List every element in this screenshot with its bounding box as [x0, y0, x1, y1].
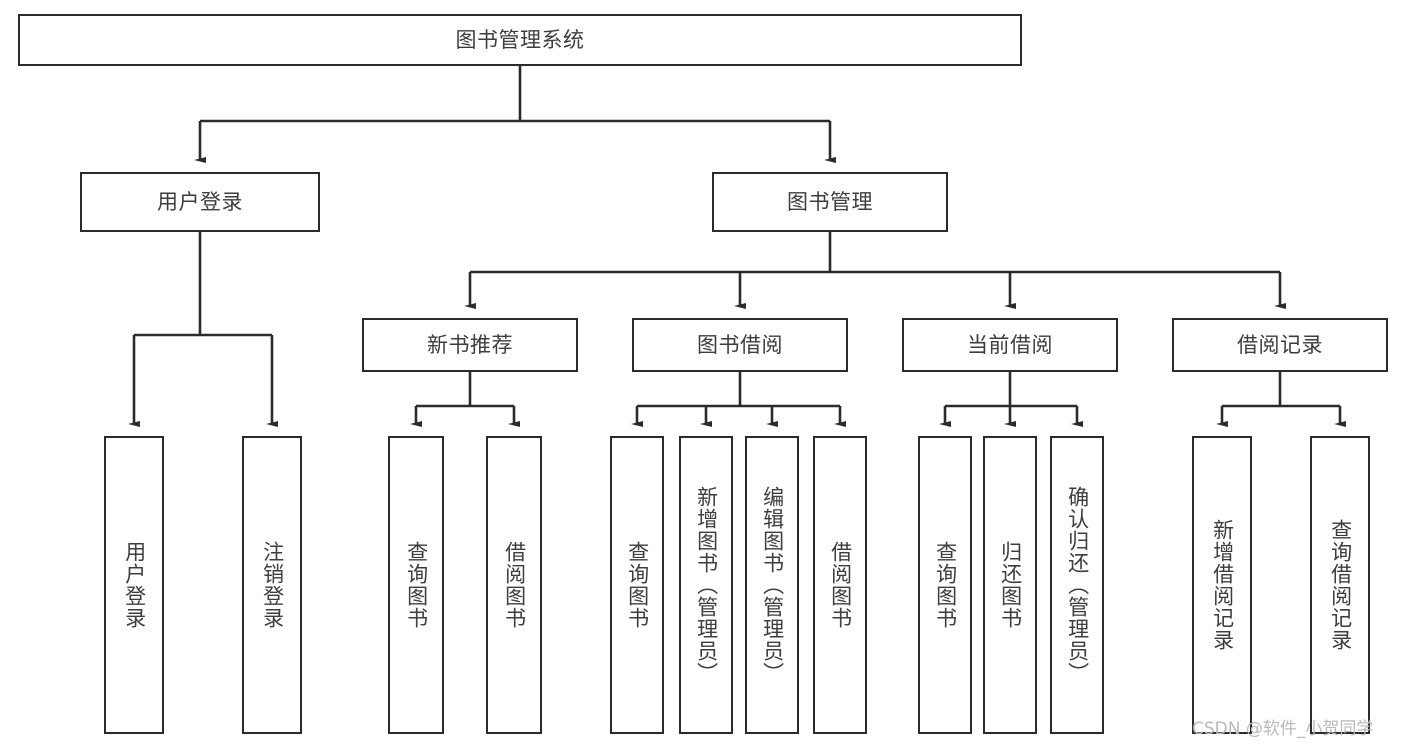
leaf-query-book-recommend[interactable]: 查询图书 [388, 436, 444, 734]
node-new-book-recommend[interactable]: 新书推荐 [362, 318, 578, 372]
leaf-query-book-borrow-label: 查询图书 [625, 541, 650, 629]
leaf-query-book-current-label: 查询图书 [933, 541, 958, 629]
leaf-borrow-book[interactable]: 借阅图书 [813, 436, 867, 734]
node-borrow-record-label: 借阅记录 [1237, 332, 1323, 357]
leaf-query-book-recommend-label: 查询图书 [404, 541, 429, 629]
leaf-confirm-return-admin[interactable]: 确认归还（管理员） [1050, 436, 1104, 734]
leaf-user-login-label: 用户登录 [122, 541, 147, 629]
leaf-borrow-book-recommend-label: 借阅图书 [502, 541, 527, 629]
leaf-edit-book-admin[interactable]: 编辑图书（管理员） [745, 436, 799, 734]
leaf-query-borrow-record[interactable]: 查询借阅记录 [1310, 436, 1370, 734]
node-book-borrow-label: 图书借阅 [697, 332, 783, 357]
leaf-add-book-admin-label: 新增图书（管理员） [694, 486, 719, 684]
node-book-management-label: 图书管理 [787, 189, 873, 214]
leaf-edit-book-admin-label: 编辑图书（管理员） [760, 486, 785, 684]
node-current-borrow[interactable]: 当前借阅 [902, 318, 1118, 372]
node-borrow-record[interactable]: 借阅记录 [1172, 318, 1388, 372]
leaf-add-book-admin[interactable]: 新增图书（管理员） [679, 436, 733, 734]
leaf-user-login[interactable]: 用户登录 [104, 436, 164, 734]
node-root[interactable]: 图书管理系统 [18, 14, 1022, 66]
leaf-query-book-borrow[interactable]: 查询图书 [610, 436, 664, 734]
node-new-book-recommend-label: 新书推荐 [427, 332, 513, 357]
node-user-login-label: 用户登录 [157, 189, 243, 214]
node-book-management[interactable]: 图书管理 [712, 172, 948, 232]
node-book-borrow[interactable]: 图书借阅 [632, 318, 848, 372]
leaf-return-book[interactable]: 归还图书 [983, 436, 1037, 734]
node-user-login[interactable]: 用户登录 [80, 172, 320, 232]
leaf-add-borrow-record-label: 新增借阅记录 [1210, 519, 1235, 651]
leaf-borrow-book-label: 借阅图书 [828, 541, 853, 629]
leaf-add-borrow-record[interactable]: 新增借阅记录 [1192, 436, 1252, 734]
node-root-label: 图书管理系统 [455, 27, 585, 52]
leaf-query-borrow-record-label: 查询借阅记录 [1328, 519, 1353, 651]
leaf-logout[interactable]: 注销登录 [242, 436, 302, 734]
leaf-return-book-label: 归还图书 [998, 541, 1023, 629]
leaf-borrow-book-recommend[interactable]: 借阅图书 [486, 436, 542, 734]
leaf-query-book-current[interactable]: 查询图书 [918, 436, 972, 734]
leaf-confirm-return-admin-label: 确认归还（管理员） [1065, 486, 1090, 684]
node-current-borrow-label: 当前借阅 [967, 332, 1053, 357]
csdn-watermark: CSDN @软件_小贺同学 [1192, 719, 1374, 739]
leaf-logout-label: 注销登录 [260, 541, 285, 629]
